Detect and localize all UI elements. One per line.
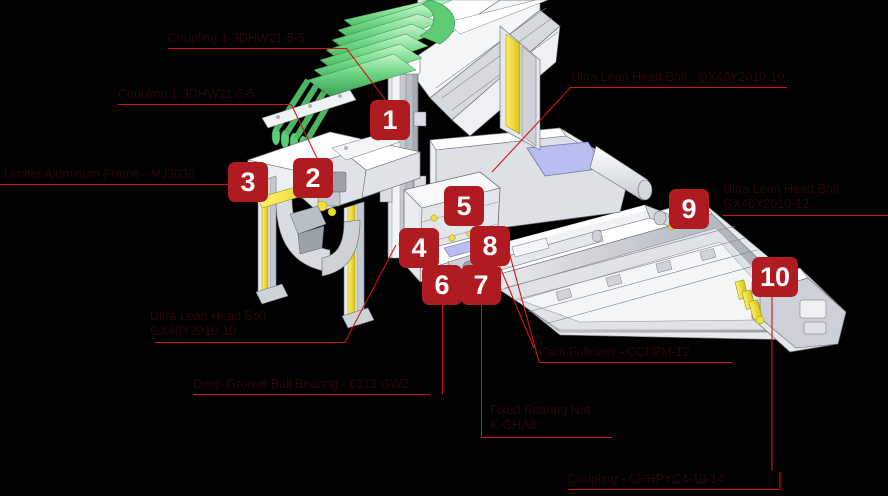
callout-badge-5[interactable]: 5 [444,186,484,226]
label-coupling-top: Coupling 1-3DHW21-5-5 [168,31,305,45]
label-fixed-bearing-nut: Fixed Bearing Nut K-GHA8 [490,403,590,432]
leader-segment [481,305,482,437]
leader-segment [0,184,230,185]
label-line-1: Ultra Lean Head Bolt [723,182,840,196]
leader-segment [571,87,787,88]
callout-badge-4[interactable]: 4 [399,228,439,268]
leader-segment [723,215,888,216]
leader-segment [168,48,346,49]
label-limiter-aluminum-frame: Limiter Aluminum Frame - MJ3030 [4,167,196,181]
callout-badge-2[interactable]: 2 [293,158,333,198]
leader-segment [442,305,443,394]
callout-number: 10 [759,261,791,292]
callout-badge-9[interactable]: 9 [669,189,709,229]
yellow-guard-stripe-right [505,33,521,135]
leader-segment [155,342,345,343]
callout-badge-3[interactable]: 3 [228,162,268,202]
label-line-2: K-GHA8 [490,417,537,432]
label-line-1: Fixed Bearing Nut [490,403,591,417]
callout-number: 2 [305,162,321,193]
callout-number: 8 [482,230,498,261]
callout-number: 9 [681,193,697,224]
callout-badge-6[interactable]: 6 [422,265,462,305]
label-coupling-second: Coupling 1-3DHW21-5-5 [118,87,255,101]
callout-badge-7[interactable]: 7 [461,265,501,305]
callout-badge-1[interactable]: 1 [370,100,410,140]
right-linear-actuator [469,199,847,353]
motor-cylinder [589,145,653,201]
label-deep-groove-ball-bearing: Deep Groove Ball Bearing - 6313 GWZ [193,377,410,391]
callout-number: 5 [456,190,472,221]
leader-segment [481,437,612,438]
label-ultra-lean-head-bolt-right: Ultra Lean Head Bolt GX40Y2010-12 [723,182,839,211]
label-line-2: GX40Y2010-12 [723,196,810,211]
leader-segment [193,394,430,395]
label-ultra-lean-head-bolt-left: Ultra Lean Head Bolt GX40Y2010-10 [150,309,266,338]
callout-number: 7 [473,269,489,300]
leader-segment [539,362,732,363]
callout-badge-8[interactable]: 8 [470,226,510,266]
callout-number: 6 [434,269,450,300]
callout-number: 3 [240,166,256,197]
label-ultra-lean-head-bolt-top: Ultra Lean Head Bolt - GX40Y2010-10 [571,70,785,84]
label-coupling-bottom: Coupling - CHHPYC4-10-14 [568,472,725,486]
callout-number: 1 [382,104,398,135]
callout-number: 4 [411,232,427,263]
leader-segment [118,104,291,105]
label-line-2: GX40Y2010-10 [150,323,237,338]
label-line-1: Ultra Lean Head Bolt [150,309,267,323]
label-cam-follower: Cam Follower - CCFPM-12 [539,345,690,359]
callout-badge-10[interactable]: 10 [752,257,798,297]
leader-segment [568,489,780,490]
